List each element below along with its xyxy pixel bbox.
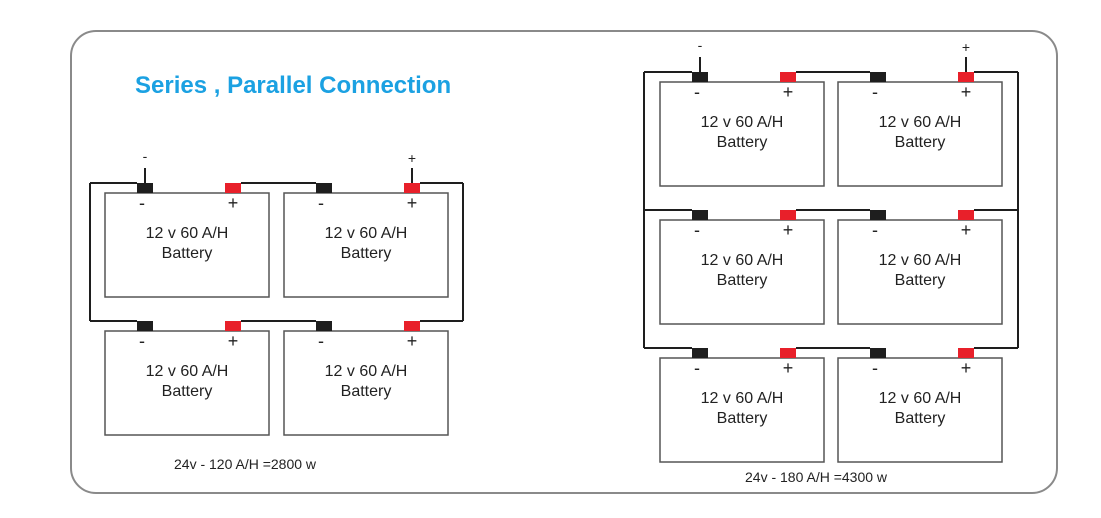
battery: - +12 v 60 A/H Battery [837,210,1003,325]
left-diagram: - +12 v 60 A/H Battery - +12 v 60 A/H Battery… [89,148,464,436]
battery: - +12 v 60 A/H Battery [659,210,825,325]
positive-symbol: + [961,82,972,102]
negative-terminal [137,183,153,193]
negative-terminal [870,210,886,220]
battery-rating-label: 12 v 60 A/H [879,390,962,407]
negative-symbol: - [872,358,878,378]
positive-symbol: + [961,358,972,378]
battery-rating-label: 12 v 60 A/H [701,252,784,269]
battery-rating-label: 12 v 60 A/H [325,225,408,242]
positive-terminal [780,348,796,358]
positive-symbol: + [783,220,794,240]
positive-terminal [780,210,796,220]
battery-outline [837,357,1003,463]
negative-symbol: - [872,82,878,102]
battery: - +12 v 60 A/H Battery [283,183,449,298]
battery-name-label: Battery [341,245,392,262]
positive-symbol: + [407,193,418,213]
negative-terminal [137,321,153,331]
negative-symbol: - [694,358,700,378]
negative-symbol: - [139,193,145,213]
negative-terminal [316,321,332,331]
battery-rating-label: 12 v 60 A/H [701,114,784,131]
positive-terminal [404,321,420,331]
battery-outline [837,81,1003,187]
battery-name-label: Battery [895,134,946,151]
negative-symbol: - [318,193,324,213]
battery-outline [283,192,449,298]
output-positive-label: + [408,150,416,166]
battery-outline [659,357,825,463]
battery-name-label: Battery [162,245,213,262]
negative-terminal [870,72,886,82]
diagram-frame [70,30,1058,494]
positive-symbol: + [961,220,972,240]
left-diagram-caption: 24v - 120 A/H =2800 w [174,456,317,472]
negative-symbol: - [872,220,878,240]
negative-terminal [870,348,886,358]
positive-symbol: + [407,331,418,351]
positive-symbol: + [783,82,794,102]
battery: - +12 v 60 A/H Battery [283,321,449,436]
battery-outline [104,192,270,298]
battery-outline [659,81,825,187]
battery-outline [283,330,449,436]
right-diagram-caption: 24v - 180 A/H =4300 w [745,469,888,485]
right-diagram: - +12 v 60 A/H Battery - +12 v 60 A/H Battery… [643,37,1019,463]
negative-symbol: - [318,331,324,351]
negative-symbol: - [139,331,145,351]
battery: - +12 v 60 A/H Battery [837,72,1003,187]
battery: - +12 v 60 A/H Battery [659,72,825,187]
negative-symbol: - [694,220,700,240]
positive-terminal [958,72,974,82]
battery-rating-label: 12 v 60 A/H [325,363,408,380]
positive-terminal [958,210,974,220]
negative-terminal [692,348,708,358]
battery: - +12 v 60 A/H Battery [104,183,270,298]
positive-symbol: + [783,358,794,378]
battery-rating-label: 12 v 60 A/H [879,252,962,269]
battery-name-label: Battery [717,410,768,427]
battery-outline [104,330,270,436]
battery-rating-label: 12 v 60 A/H [146,225,229,242]
negative-terminal [692,210,708,220]
battery-rating-label: 12 v 60 A/H [701,390,784,407]
battery-rating-label: 12 v 60 A/H [146,363,229,380]
positive-terminal [404,183,420,193]
battery-outline [837,219,1003,325]
negative-terminal [316,183,332,193]
positive-terminal [225,183,241,193]
battery-name-label: Battery [162,383,213,400]
positive-terminal [780,72,796,82]
battery: - +12 v 60 A/H Battery [104,321,270,436]
positive-symbol: + [228,331,239,351]
output-negative-label: - [143,148,148,164]
battery-outline [659,219,825,325]
output-positive-label: + [962,39,970,55]
battery-name-label: Battery [895,272,946,289]
positive-terminal [958,348,974,358]
negative-terminal [692,72,708,82]
page-title: Series , Parallel Connection [135,72,452,99]
battery: - +12 v 60 A/H Battery [837,348,1003,463]
battery-name-label: Battery [717,134,768,151]
negative-symbol: - [694,82,700,102]
battery-rating-label: 12 v 60 A/H [879,114,962,131]
battery-name-label: Battery [895,410,946,427]
output-negative-label: - [698,37,703,53]
battery-name-label: Battery [341,383,392,400]
positive-terminal [225,321,241,331]
battery-name-label: Battery [717,272,768,289]
battery: - +12 v 60 A/H Battery [659,348,825,463]
positive-symbol: + [228,193,239,213]
